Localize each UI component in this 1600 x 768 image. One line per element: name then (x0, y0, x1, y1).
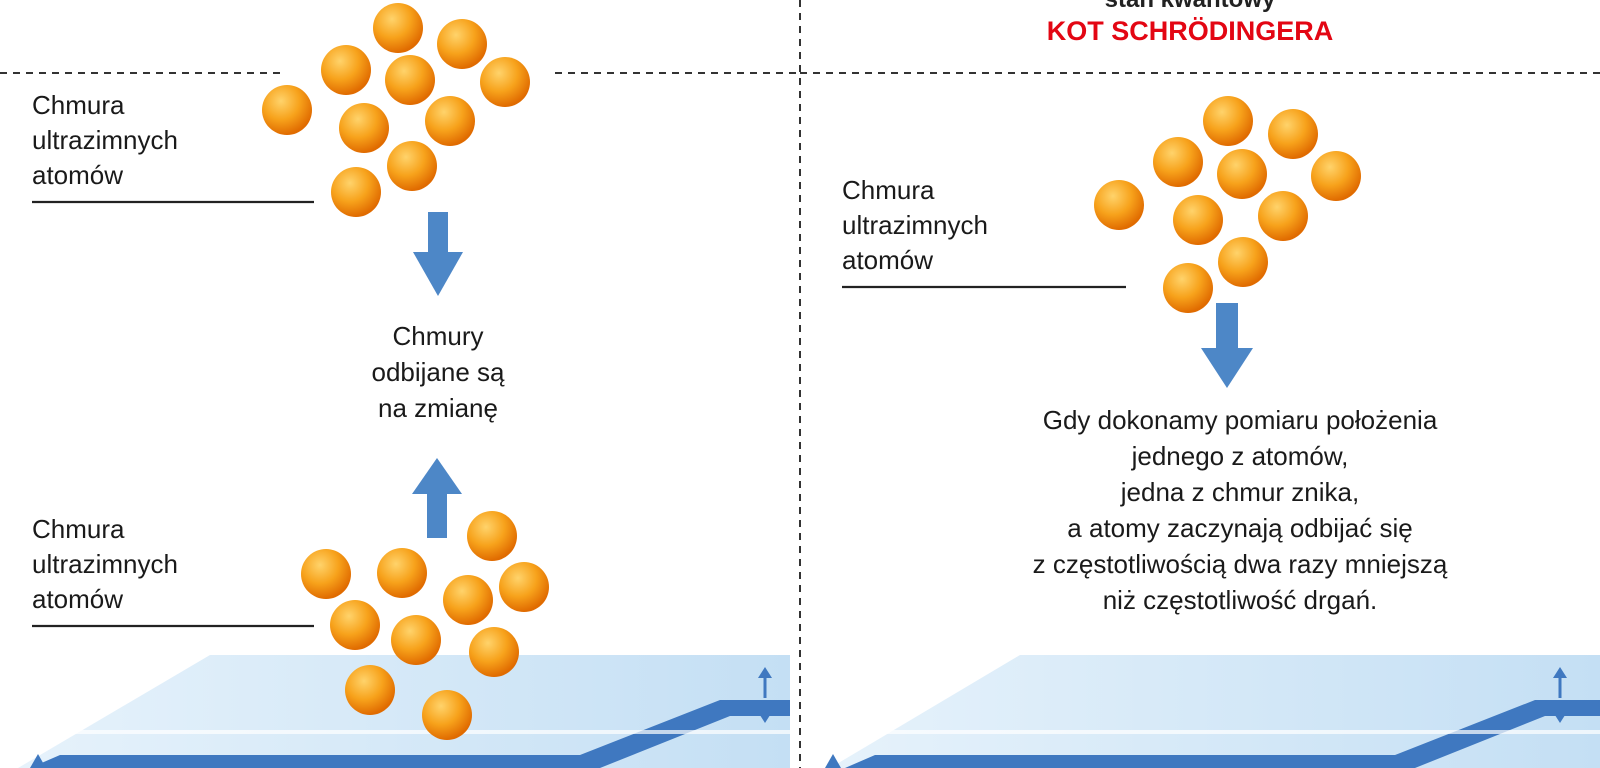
text-line: jedna z chmur znika, (1120, 477, 1360, 507)
label-line: atomów (842, 245, 934, 275)
atom-sphere (377, 548, 427, 598)
atom-sphere (1163, 263, 1213, 313)
atom-cloud-left-bottom (301, 511, 549, 740)
atom-sphere (1311, 151, 1361, 201)
atom-sphere (467, 511, 517, 561)
label-line: ultrazimnych (32, 549, 178, 579)
text-line: odbijane są (371, 357, 505, 387)
label-atom-cloud-left-bottom: Chmura ultrazimnych atomów (32, 512, 178, 617)
label-line: Chmura (842, 175, 935, 205)
label-line: atomów (32, 160, 124, 190)
atom-sphere (373, 3, 423, 53)
text-line: Gdy dokonamy pomiaru położenia (1042, 405, 1438, 435)
atom-sphere (331, 167, 381, 217)
arrow-down-icon-left (413, 212, 463, 296)
atom-sphere (480, 57, 530, 107)
atom-sphere (1153, 137, 1203, 187)
atom-sphere (321, 45, 371, 95)
atom-sphere (443, 575, 493, 625)
arrow-up-icon-left (412, 458, 462, 538)
plate-left (18, 655, 790, 768)
corner-arrow-right (825, 754, 841, 768)
atom-sphere (422, 690, 472, 740)
atom-sphere (437, 19, 487, 69)
atom-sphere (425, 96, 475, 146)
atom-sphere (262, 85, 312, 135)
atom-cloud-right (1094, 96, 1361, 313)
text-line: na zmianę (378, 393, 498, 423)
label-line: atomów (32, 584, 124, 614)
atom-sphere (1217, 149, 1267, 199)
atom-cloud-left-top (262, 3, 530, 217)
atom-sphere (387, 141, 437, 191)
text-line: niż częstotliwość drgań. (1102, 585, 1378, 615)
label-line: Chmura (32, 514, 125, 544)
atom-sphere (1258, 191, 1308, 241)
arrow-down-icon-right (1201, 303, 1253, 388)
atom-sphere (339, 103, 389, 153)
atom-sphere (385, 55, 435, 105)
atom-sphere (391, 615, 441, 665)
atom-sphere (1094, 180, 1144, 230)
corner-arrow-left (30, 754, 46, 768)
header-top-line: stan kwantowy (1040, 0, 1340, 14)
text-line: Chmury (392, 321, 484, 351)
label-line: Chmura (32, 90, 125, 120)
text-line: z częstotliwością dwa razy mniejszą (1032, 549, 1448, 579)
label-line: ultrazimnych (32, 125, 178, 155)
atom-sphere (499, 562, 549, 612)
atom-sphere (1203, 96, 1253, 146)
middle-text-clouds-bounce: Chmury odbijane są na zmianę (318, 318, 558, 426)
atom-sphere (1268, 109, 1318, 159)
header-title: KOT SCHRÖDINGERA (1046, 16, 1334, 46)
label-line: ultrazimnych (842, 210, 988, 240)
label-atom-cloud-left-top: Chmura ultrazimnych atomów (32, 88, 178, 193)
atom-sphere (330, 600, 380, 650)
description-measurement: Gdy dokonamy pomiaru położenia jednego z… (950, 402, 1530, 618)
plate-right (830, 655, 1600, 768)
vibration-arrow-right (1553, 667, 1567, 723)
label-atom-cloud-right: Chmura ultrazimnych atomów (842, 173, 988, 278)
atom-sphere (301, 549, 351, 599)
text-line: a atomy zaczynają odbijać się (1067, 513, 1413, 543)
text-line: jednego z atomów, (1131, 441, 1349, 471)
atom-sphere (1173, 195, 1223, 245)
atom-sphere (1218, 237, 1268, 287)
atom-sphere (469, 627, 519, 677)
atom-sphere (345, 665, 395, 715)
vibration-arrow-left (758, 667, 772, 723)
